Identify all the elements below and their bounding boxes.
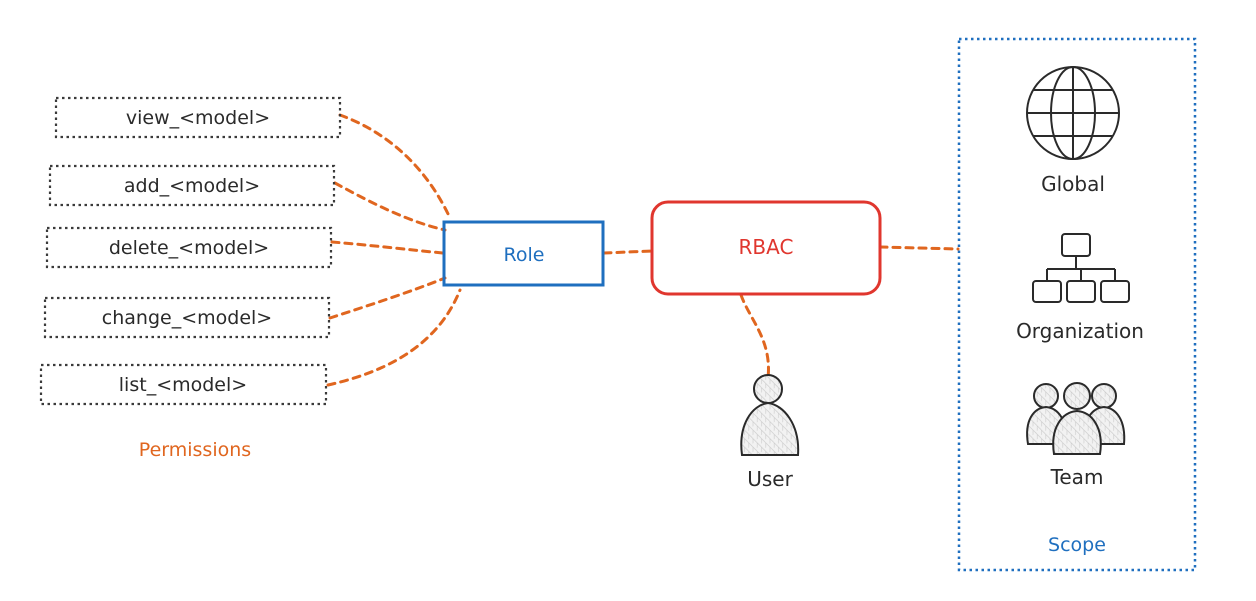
scope-organization-label: Organization: [1016, 319, 1144, 343]
permission-label-delete: delete_<model>: [109, 237, 269, 259]
connector-change-role: [328, 276, 447, 320]
permission-label-list: list_<model>: [119, 374, 247, 396]
connector-list-role: [326, 288, 462, 387]
permission-box-delete: [45, 226, 333, 269]
connector-rbac-user: [739, 293, 770, 380]
connector-rbac-scope: [878, 245, 960, 251]
user-node: User: [740, 374, 800, 491]
team-icon: [1026, 382, 1126, 455]
connector-role-rbac: [602, 249, 654, 255]
user-label: User: [747, 467, 793, 491]
connector-add-role: [333, 181, 447, 232]
scope-container: Global Organization Team Scope: [957, 37, 1197, 572]
permissions-caption: Permissions: [139, 439, 251, 461]
scope-team-label: Team: [1050, 465, 1104, 489]
user-icon: [740, 374, 800, 456]
role-label: Role: [504, 244, 545, 266]
connectors: [326, 113, 960, 387]
scope-caption: Scope: [1048, 534, 1106, 556]
permission-label-change: change_<model>: [102, 307, 272, 329]
globe-icon: [1026, 66, 1120, 160]
org-chart-icon: [1032, 233, 1130, 303]
connector-delete-role: [330, 240, 445, 255]
rbac-label: RBAC: [739, 235, 794, 259]
permission-box-change: [43, 296, 331, 339]
role-node: Role: [442, 220, 605, 287]
scope-global-label: Global: [1041, 172, 1105, 196]
permissions-group: view_<model> add_<model> delete_<model> …: [39, 96, 342, 461]
permission-box-add: [48, 164, 336, 207]
connector-view-role: [338, 113, 452, 220]
rbac-node: RBAC: [650, 200, 882, 296]
permission-label-view: view_<model>: [126, 107, 270, 129]
permission-box-view: [54, 96, 342, 139]
permission-label-add: add_<model>: [124, 175, 260, 197]
